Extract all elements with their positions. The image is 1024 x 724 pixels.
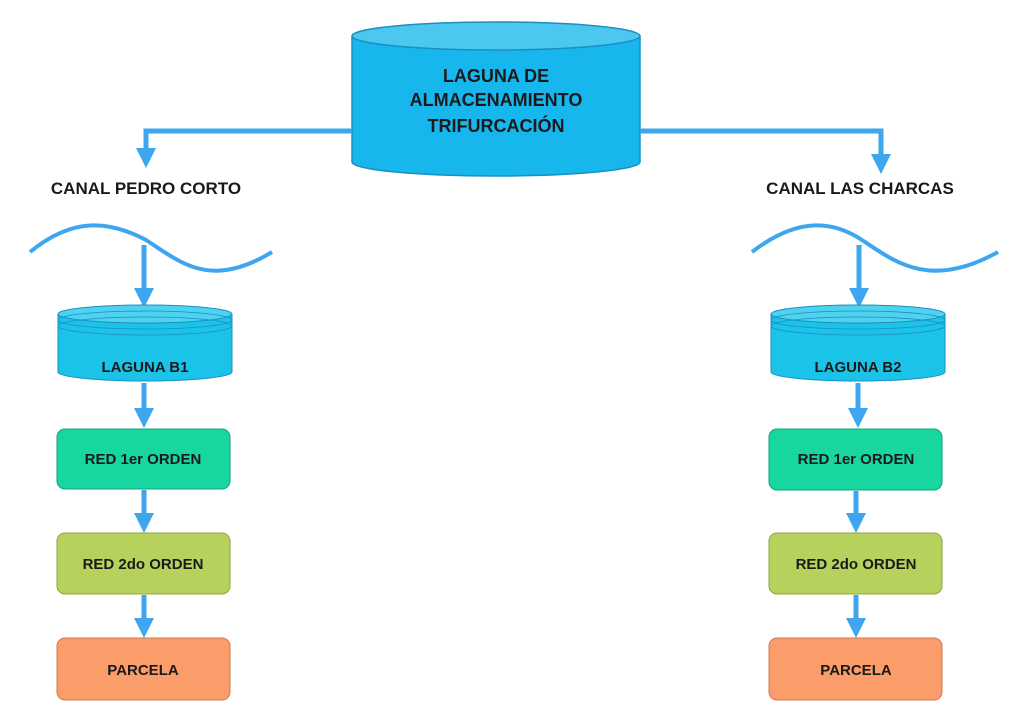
left-parcela-label: PARCELA (107, 662, 179, 679)
right-branch: LAGUNA B2 RED 1er ORDEN RED 2do ORDEN PA… (750, 223, 999, 701)
branch-connectors (136, 128, 891, 174)
laguna-b2-tank: LAGUNA B2 (770, 304, 946, 382)
left-red2-label: RED 2do ORDEN (83, 556, 204, 573)
right-red1-label: RED 1er ORDEN (798, 451, 915, 468)
left-branch: LAGUNA B1 RED 1er ORDEN RED 2do ORDEN PA… (28, 223, 274, 701)
right-canal-wave (750, 223, 999, 273)
canal-pedro-corto-label: CANAL PEDRO CORTO (51, 179, 241, 198)
laguna-b1-label: LAGUNA B1 (102, 359, 189, 376)
top-tank-line-3: TRIFURCACIÓN (428, 115, 565, 136)
right-red2-label: RED 2do ORDEN (796, 556, 917, 573)
laguna-b2-label: LAGUNA B2 (815, 359, 902, 376)
top-storage-tank: LAGUNA DE ALMACENAMIENTO TRIFURCACIÓN (351, 21, 641, 177)
right-red1-box (768, 428, 943, 491)
canal-las-charcas-label: CANAL LAS CHARCAS (766, 179, 954, 198)
top-tank-line-1: LAGUNA DE (443, 66, 549, 86)
right-parcela-label: PARCELA (820, 662, 892, 679)
left-parcela-box (56, 637, 231, 701)
left-red1-box (56, 428, 231, 490)
left-red2-box (56, 532, 231, 595)
right-parcela-box (768, 637, 943, 701)
top-tank-line-2: ALMACENAMIENTO (410, 90, 583, 110)
left-red1-label: RED 1er ORDEN (85, 451, 202, 468)
left-canal-wave (28, 223, 274, 273)
right-red2-box (768, 532, 943, 595)
laguna-b1-tank: LAGUNA B1 (57, 304, 233, 382)
